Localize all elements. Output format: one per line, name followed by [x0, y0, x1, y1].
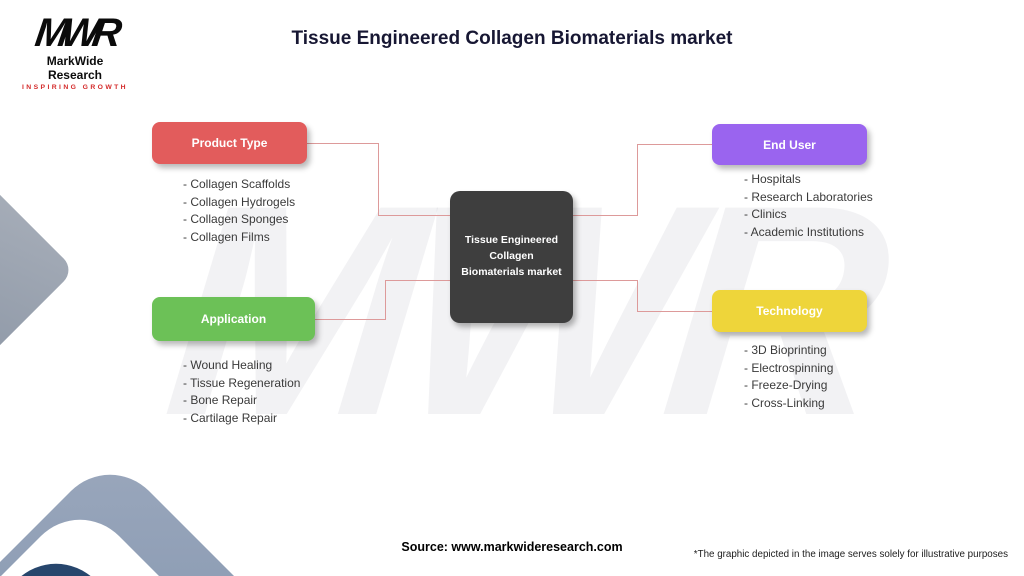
- list-item: Collagen Hydrogels: [183, 194, 295, 212]
- list-item: Collagen Films: [183, 229, 295, 247]
- decorative-diamond-left: [0, 163, 76, 377]
- markwide-logo: MWR MarkWide Research Inspiring Growth: [20, 11, 130, 91]
- center-node-label: Tissue Engineered Collagen Biomaterials …: [461, 234, 562, 278]
- list-item: Bone Repair: [183, 392, 300, 410]
- connector-segment: [573, 280, 637, 281]
- connector-segment: [315, 319, 385, 320]
- center-node: Tissue Engineered Collagen Biomaterials …: [450, 191, 573, 323]
- connector-segment: [637, 280, 638, 312]
- connector-segment: [637, 144, 712, 145]
- list-item: Tissue Regeneration: [183, 375, 300, 393]
- application-label: Application: [200, 312, 267, 326]
- end-user-label: End User: [763, 137, 816, 152]
- technology-box: Technology: [712, 290, 867, 332]
- connector-segment: [637, 144, 638, 216]
- connector-segment: [637, 311, 712, 312]
- application-list: Wound Healing Tissue Regeneration Bone R…: [183, 357, 300, 427]
- connector-segment: [385, 280, 450, 281]
- list-item: Cross-Linking: [744, 395, 833, 413]
- product-type-box: Product Type: [152, 122, 307, 164]
- logo-tagline: Inspiring Growth: [22, 84, 128, 91]
- connector-segment: [378, 143, 379, 216]
- application-box: Application: [152, 297, 315, 341]
- connector-segment: [307, 143, 378, 144]
- product-type-label: Product Type: [191, 136, 268, 150]
- list-item: Hospitals: [744, 171, 873, 189]
- list-item: Collagen Sponges: [183, 211, 295, 229]
- technology-list: 3D Bioprinting Electrospinning Freeze-Dr…: [744, 342, 833, 412]
- product-type-list: Collagen Scaffolds Collagen Hydrogels Co…: [183, 176, 295, 246]
- technology-label: Technology: [756, 304, 823, 318]
- page-title: Tissue Engineered Collagen Biomaterials …: [291, 28, 733, 49]
- list-item: 3D Bioprinting: [744, 342, 833, 360]
- list-item: Clinics: [744, 206, 873, 224]
- logo-name: MarkWide Research: [46, 54, 104, 82]
- list-item: Research Laboratories: [744, 189, 872, 207]
- end-user-list: Hospitals Research Laboratories Clinics …: [744, 171, 873, 241]
- list-item: Electrospinning: [744, 360, 833, 378]
- connector-segment: [573, 215, 637, 216]
- list-item: Academic Institutions: [744, 224, 873, 242]
- disclaimer-text: *The graphic depicted in the image serve…: [693, 549, 1008, 560]
- list-item: Cartilage Repair: [183, 410, 300, 428]
- source-text: Source: www.markwideresearch.com: [401, 540, 623, 554]
- connector-segment: [385, 280, 386, 320]
- list-item: Collagen Scaffolds: [183, 176, 295, 194]
- connector-segment: [378, 215, 450, 216]
- list-item: Freeze-Drying: [744, 377, 833, 395]
- list-item: Wound Healing: [183, 357, 300, 375]
- end-user-box: End User: [712, 124, 867, 165]
